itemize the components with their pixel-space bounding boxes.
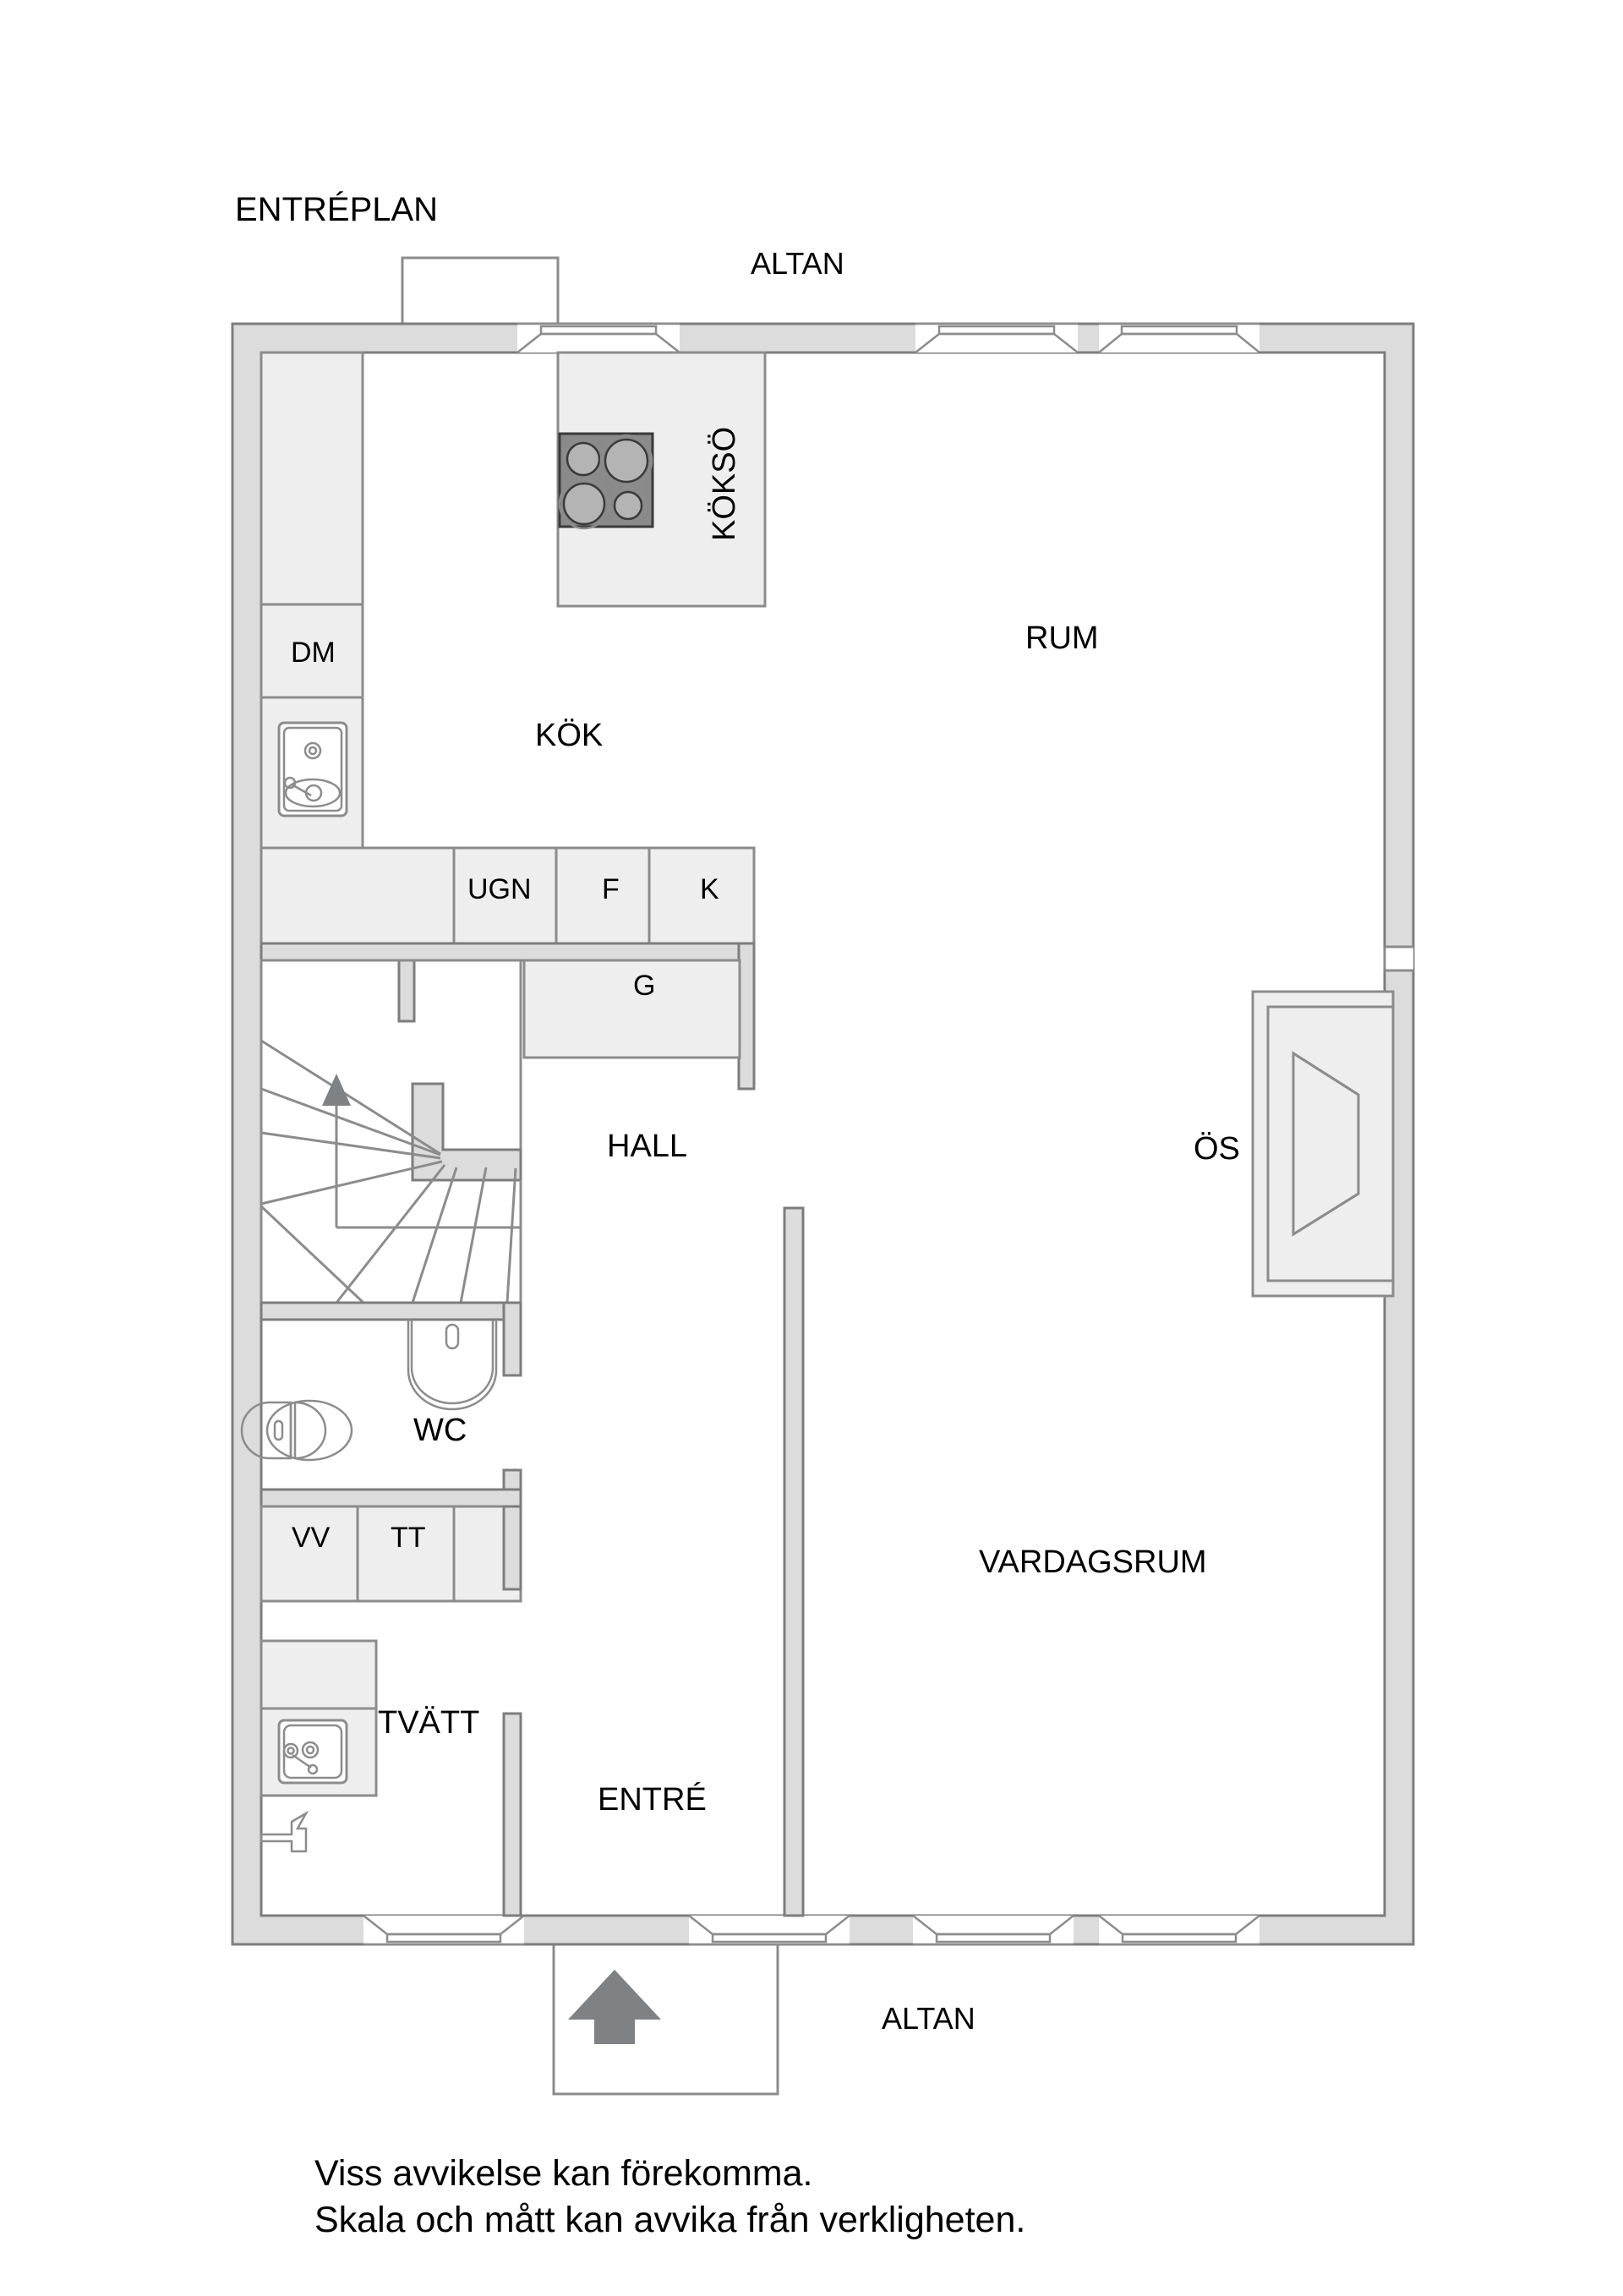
washbasin-icon (407, 1320, 498, 1411)
disclaimer-line-1: Viss avvikelse kan förekomma. (314, 2153, 813, 2194)
page-title: ENTRÉPLAN (235, 191, 439, 228)
wall-tvatt-entre (502, 1712, 522, 1917)
toilet-icon (240, 1399, 353, 1462)
appliance-label-tt: TT (391, 1522, 426, 1554)
appliance-label-f: F (602, 873, 620, 905)
wall-tap-icon (260, 1810, 309, 1853)
altan-deck-top (401, 256, 560, 327)
window-bottom-tvatt (363, 1915, 525, 1946)
appliance-label-dm: DM (291, 637, 336, 669)
closet-g[interactable] (522, 959, 741, 1059)
room-label-entre: ENTRÉ (598, 1782, 707, 1818)
appliance-f[interactable] (555, 846, 651, 945)
appliance-label-g: G (633, 970, 656, 1002)
altan-label-bottom: ALTAN (882, 2001, 975, 2036)
appliance-tt[interactable] (356, 1505, 456, 1603)
laundry-sink-icon (277, 1719, 348, 1785)
room-label-kok: KÖK (535, 718, 604, 753)
wall-hall-vardagsrum (783, 1206, 805, 1917)
appliance-label-ugn: UGN (467, 873, 532, 905)
fireplace-icon (1251, 945, 1413, 1298)
wall-below-tt (502, 1505, 522, 1591)
appliance-vv[interactable] (260, 1505, 359, 1603)
room-label-os: ÖS (1194, 1131, 1240, 1167)
altan-deck-bottom (552, 1944, 779, 2096)
window-top-3 (1098, 322, 1260, 353)
room-label-vardagsrum: VARDAGSRUM (979, 1544, 1207, 1580)
kitchen-counter-lower (260, 846, 456, 945)
tvatt-upper-cabinet (260, 1639, 378, 1710)
room-label-hall: HALL (607, 1129, 688, 1164)
appliance-label-k: K (700, 873, 719, 905)
window-bottom-4 (1098, 1915, 1260, 1946)
altan-label-top: ALTAN (751, 246, 844, 281)
appliance-dm[interactable] (260, 603, 364, 699)
room-label-rum: RUM (1025, 620, 1099, 656)
appliance-label-vv: VV (292, 1522, 331, 1554)
window-top-1 (516, 322, 680, 353)
room-label-kokso: KÖKSÖ (707, 426, 742, 541)
kitchen-sink-icon (277, 721, 348, 817)
wc-walls (260, 1301, 522, 1529)
kitchen-tall-cabinets (260, 351, 364, 606)
window-bottom-2 (688, 1915, 850, 1946)
window-bottom-3 (912, 1915, 1074, 1946)
stove-burners-icon (558, 432, 654, 530)
room-label-tvatt: TVÄTT (378, 1705, 480, 1741)
staircase (260, 959, 522, 1305)
disclaimer-line-2: Skala och mått kan avvika från verklighe… (314, 2200, 1026, 2240)
room-label-wc: WC (413, 1413, 467, 1448)
entrance-arrow-icon (568, 1970, 661, 2044)
window-top-2 (915, 322, 1079, 353)
